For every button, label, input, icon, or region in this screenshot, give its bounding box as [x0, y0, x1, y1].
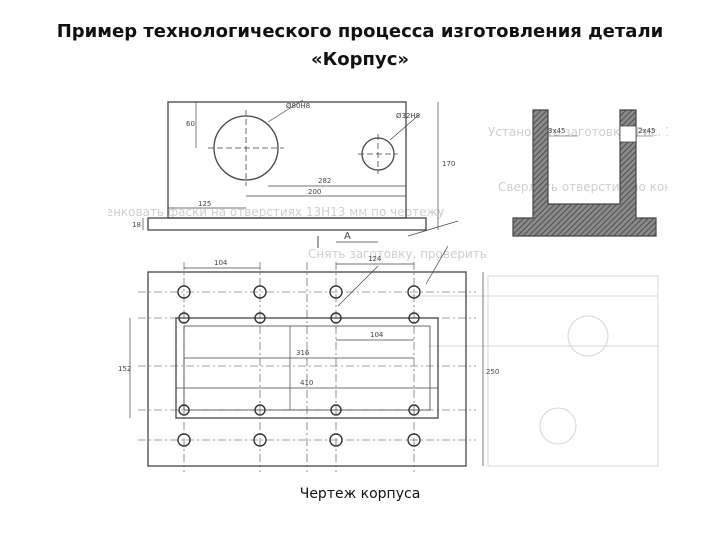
drawing-caption: Чертеж корпуса: [299, 486, 421, 502]
side-section-view: 3x45 2x45: [512, 109, 657, 237]
hole: [329, 433, 343, 447]
ghost-line-2: Сверлить отверстия по кондуктору: [498, 180, 668, 194]
hole: [178, 404, 190, 416]
plan-view-holes: [177, 285, 421, 447]
front-view-dims: 282 200 125 60 18 Ø80H8 Ø32H8 170 A: [132, 102, 455, 242]
dim-250: 250: [486, 368, 499, 376]
dim-152: 152: [118, 365, 131, 373]
plan-view-dims: 104 124 104 316 410 152 250: [118, 255, 499, 387]
hole: [330, 312, 342, 324]
hole: [408, 312, 420, 324]
hole: [253, 285, 267, 299]
front-view: [142, 99, 459, 248]
plan-view: [129, 245, 484, 472]
background-ghost-lines: [408, 275, 659, 467]
hole: [329, 285, 343, 299]
dim-410: 410: [300, 379, 313, 387]
dim-282: 282: [318, 177, 331, 185]
hole: [407, 433, 421, 447]
dim-170: 170: [442, 160, 455, 168]
hole: [178, 312, 190, 324]
hole: [254, 312, 266, 324]
background-ghost-text: Установить заготовку (Рис. 1) Сверлить о…: [98, 125, 720, 261]
dim-bore-large: Ø80H8: [286, 102, 310, 110]
dim-124: 124: [368, 255, 382, 263]
section-label-a: A: [344, 231, 351, 242]
dim-104-left: 104: [214, 259, 228, 267]
drawing-svg: Установить заготовку (Рис. 1) Сверлить о…: [98, 99, 720, 472]
hole: [330, 404, 342, 416]
hole: [407, 285, 421, 299]
hole: [177, 433, 191, 447]
hole: [253, 433, 267, 447]
dim-chamfer-left: 3x45: [548, 127, 566, 135]
dim-200: 200: [308, 188, 321, 196]
hole: [254, 404, 266, 416]
hole: [177, 285, 191, 299]
dim-chamfer-right: 2x45: [638, 127, 656, 135]
technical-drawing: Установить заготовку (Рис. 1) Сверлить о…: [98, 96, 720, 480]
title-line-2: «Корпус»: [310, 49, 410, 70]
dim-104-right: 104: [370, 331, 384, 339]
dim-18: 18: [132, 221, 141, 229]
ghost-line-4: Снять заготовку, проверить: [308, 247, 487, 261]
dim-bore-small: Ø32H8: [396, 112, 420, 120]
front-view-base: [147, 217, 427, 231]
ghost-line-3: Зенковать фаски на отверстиях 13Н13 мм п…: [108, 205, 445, 219]
slide-title: Пример технологического процесса изготов…: [40, 18, 680, 74]
dim-316: 316: [296, 349, 310, 357]
dim-125: 125: [198, 200, 211, 208]
dim-60: 60: [186, 120, 195, 128]
title-line-1: Пример технологического процесса изготов…: [56, 21, 664, 42]
hole: [408, 404, 420, 416]
